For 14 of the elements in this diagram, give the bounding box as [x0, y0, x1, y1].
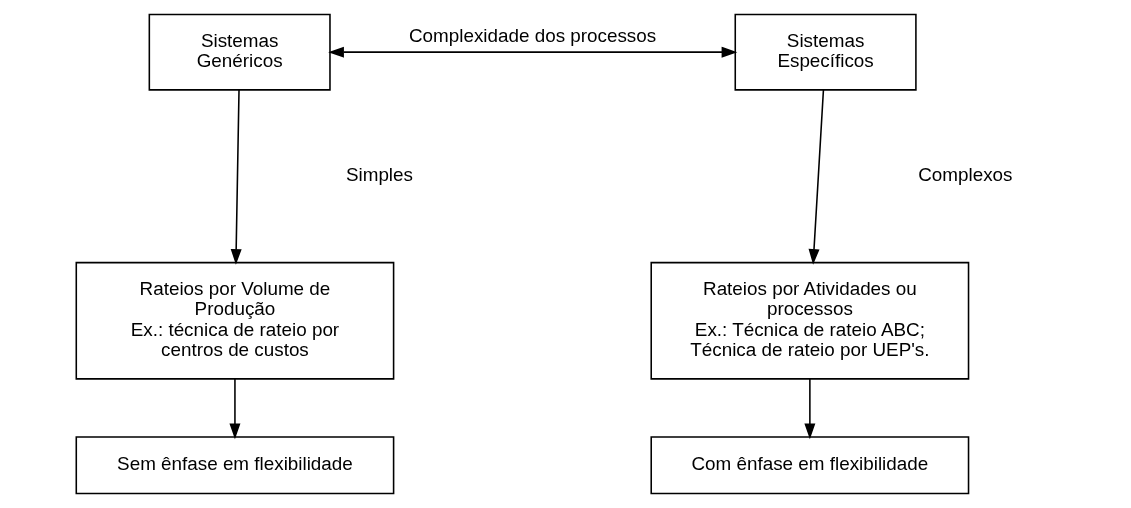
- node-box: Sem ênfase em flexibilidade: [75, 436, 394, 495]
- node-box: Rateios por Atividades ou processos Ex.: Técnica de rateio ABC; Técnica de rateio por UEP's.: [649, 261, 969, 380]
- arrow: [230, 89, 242, 265]
- arrow: [228, 378, 240, 440]
- arrow: [803, 378, 815, 440]
- arrow: [327, 46, 737, 58]
- arrow: [808, 89, 824, 265]
- node-box: Com ênfase em flexibilidade: [649, 436, 969, 495]
- edge-label: Complexidade dos processos: [408, 25, 656, 47]
- label: Complexos: [917, 164, 1013, 186]
- label: Simples: [345, 164, 413, 186]
- node-box: Sistemas Genéricos: [148, 13, 331, 91]
- node-box: Sistemas Específicos: [733, 13, 917, 91]
- node-box: Rateios por Volume de Produção Ex.: técnica de rateio por centros de custos: [75, 261, 394, 380]
